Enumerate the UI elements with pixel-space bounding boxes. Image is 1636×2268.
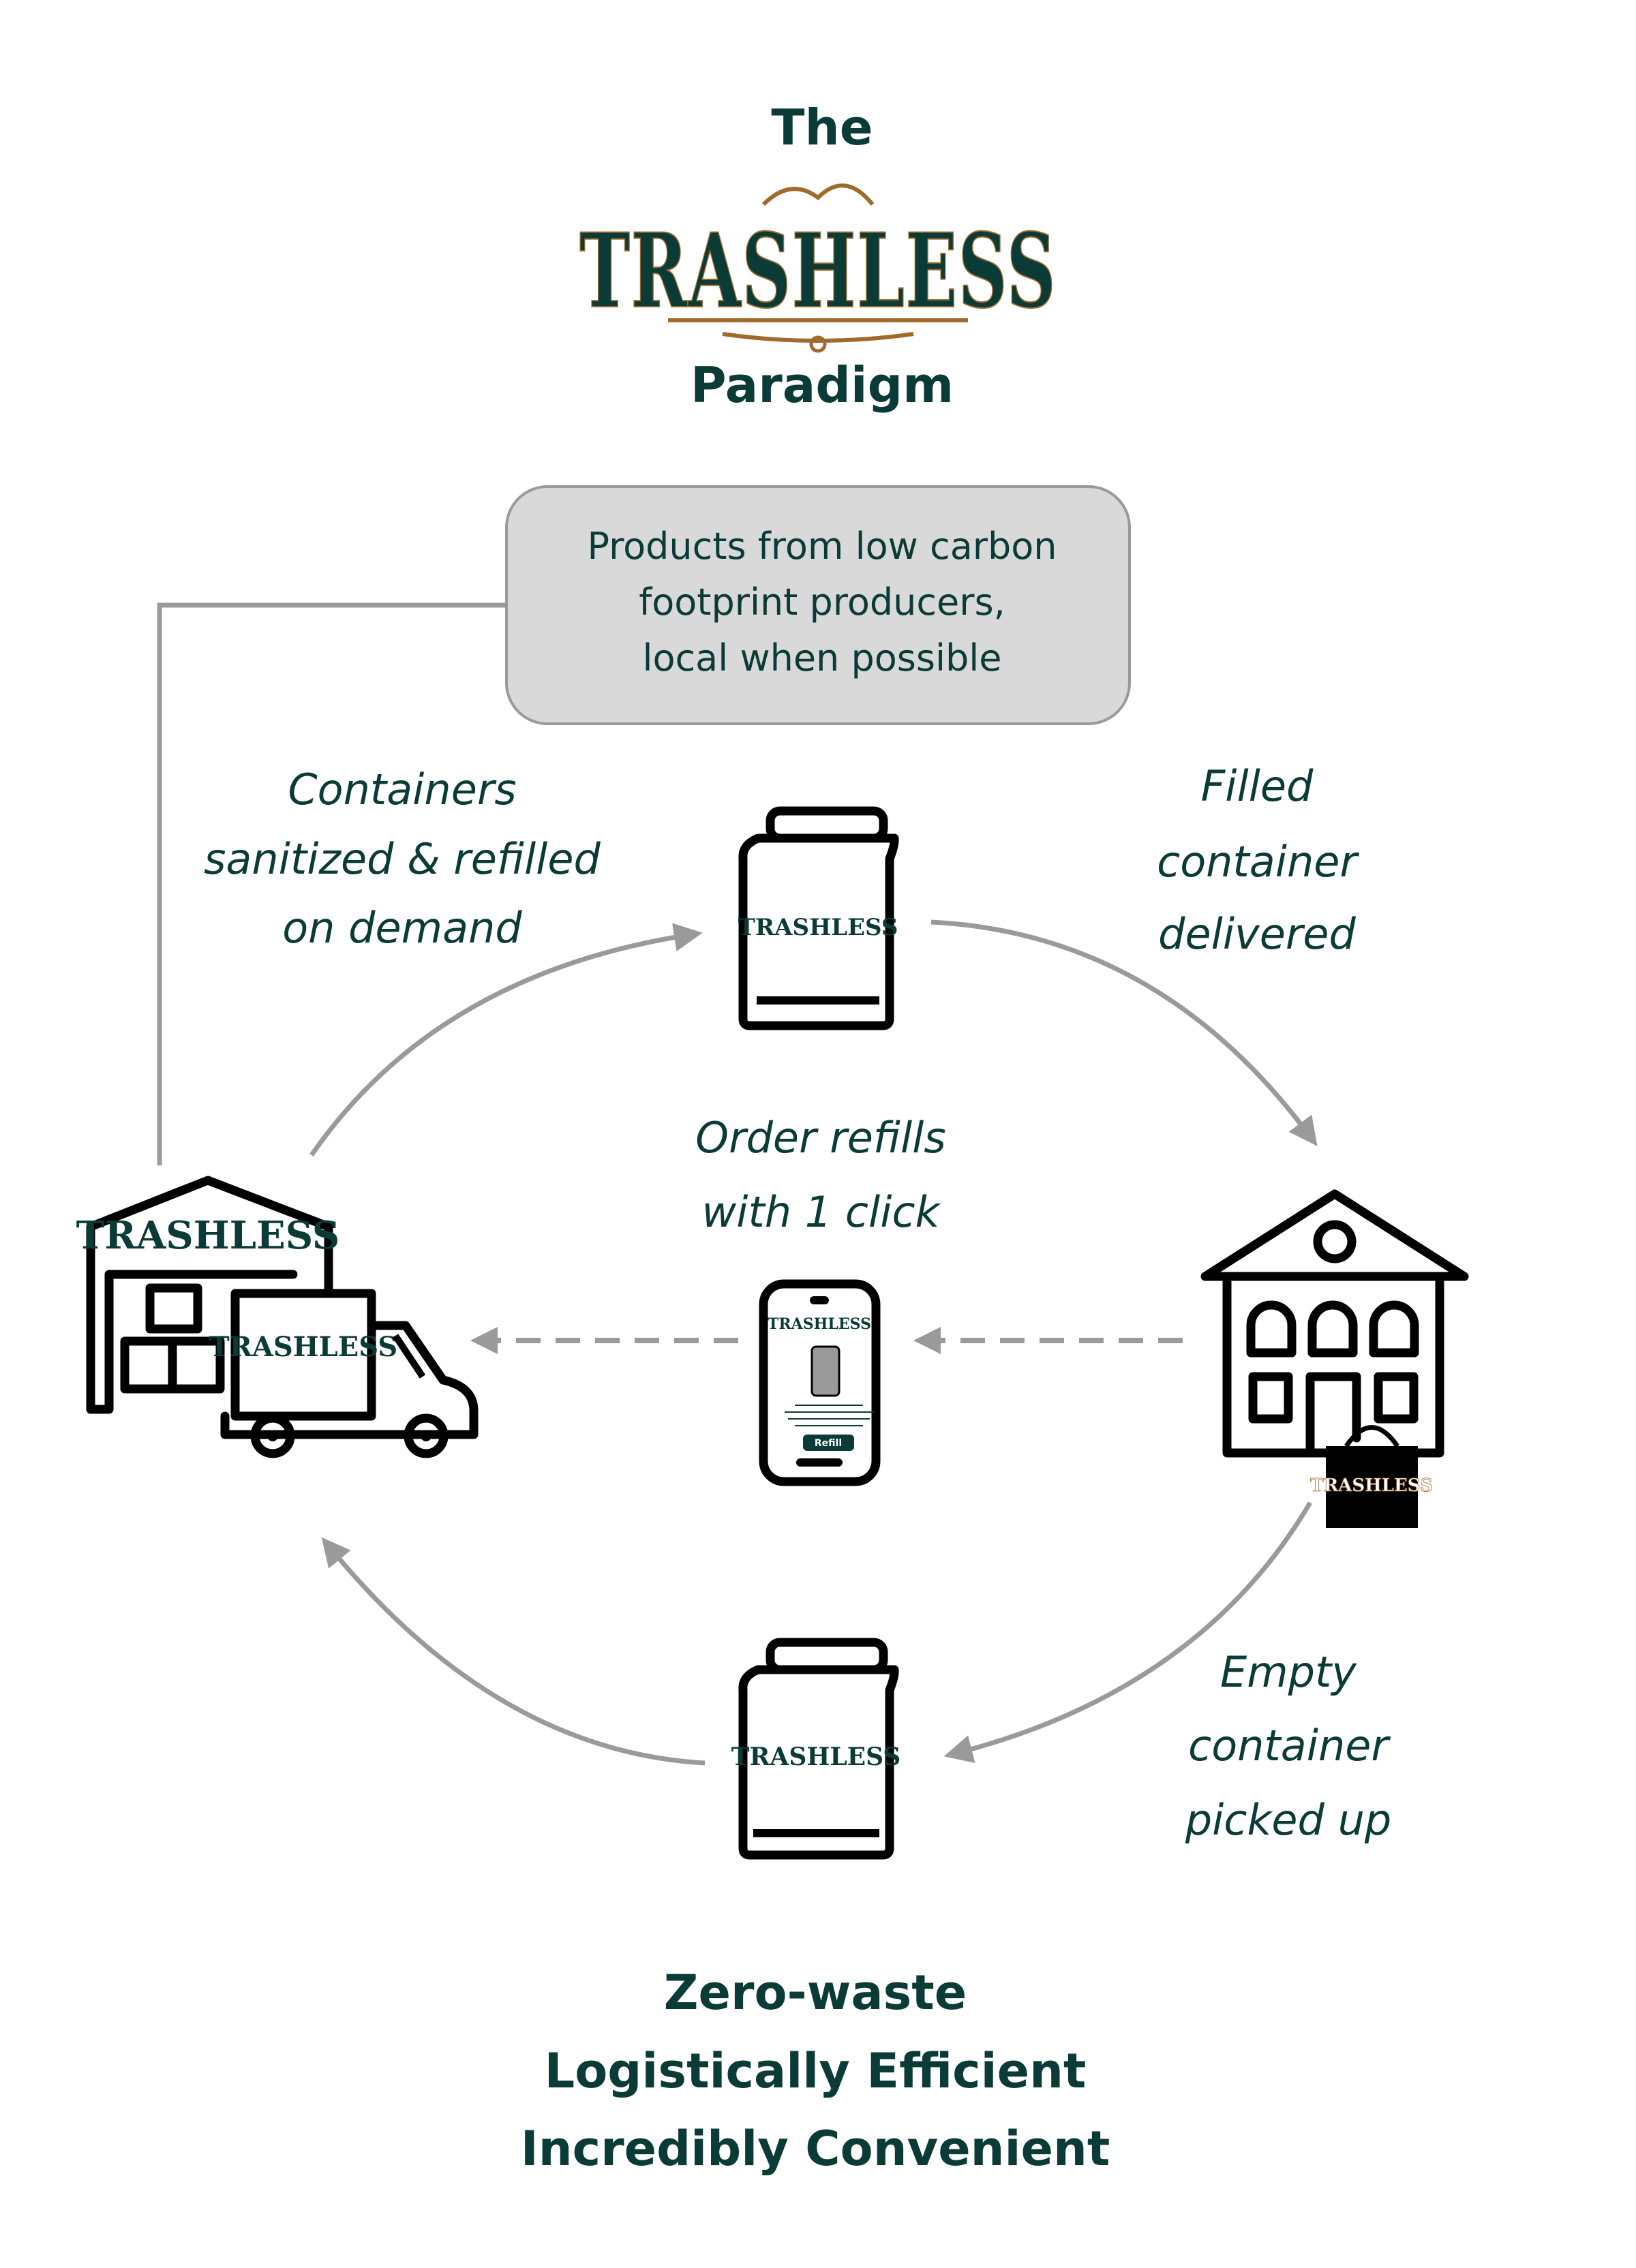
label-line: delivered [1158, 909, 1356, 959]
arrow-empty-jar-to-warehouse [321, 1537, 706, 1766]
phone-logo: TRASHLESS [768, 1315, 871, 1333]
truck-logo: TRASHLESS [209, 1331, 397, 1363]
label-line: sanitized & refilled [204, 834, 601, 884]
shopping-bag-icon [1326, 1446, 1418, 1528]
refill-button[interactable] [803, 1435, 854, 1451]
label-line: container [1157, 837, 1359, 887]
label-line: on demand [282, 903, 522, 953]
refill-button-label: Refill [815, 1438, 842, 1449]
label-line: with 1 click [702, 1187, 941, 1237]
footer-line-3: Incredibly Convenient [521, 2121, 1110, 2177]
warehouse-truck-icon: TRASHLESS TRASHLESS [76, 1176, 479, 1458]
label-order: Order refills with 1 click [695, 1113, 945, 1237]
warehouse-logo: TRASHLESS [76, 1213, 340, 1258]
jar-logo: TRASHLESS [738, 914, 898, 941]
filled-jar-icon: TRASHLESS [738, 806, 899, 1030]
source-line-2: footprint producers, [639, 581, 1005, 624]
label-line: Filled [1201, 761, 1314, 811]
arrow-jar-to-home [930, 919, 1318, 1146]
label-line: picked up [1185, 1795, 1391, 1845]
empty-jar-icon: TRASHLESS [731, 1638, 901, 1860]
source-line-3: local when possible [642, 637, 1001, 679]
logo-wordmark: TRASHLESS [579, 211, 1057, 331]
source-connector-line [157, 602, 506, 1165]
source-box [505, 485, 1131, 725]
phone-app-icon: TRASHLESS Refill [759, 1279, 881, 1486]
arrow-warehouse-to-jar [309, 923, 703, 1156]
title-the: The [771, 99, 873, 156]
arrow-home-to-empty-jar [943, 1501, 1313, 1764]
label-line: container [1188, 1721, 1391, 1771]
label-line: Order refills [695, 1113, 945, 1163]
label-deliver: Filled container delivered [1157, 761, 1359, 959]
bag-logo: TRASHLESS [1310, 1475, 1433, 1496]
label-pickup: Empty container picked up [1185, 1647, 1391, 1845]
trashless-logo: TRASHLESS [579, 183, 1057, 353]
title-paradigm: Paradigm [691, 356, 954, 414]
label-refill: Containers sanitized & refilled on deman… [204, 765, 601, 953]
footer-line-1: Zero-waste [664, 1965, 967, 2021]
label-line: Containers [288, 765, 516, 814]
jar-logo: TRASHLESS [731, 1743, 901, 1771]
label-line: Empty [1220, 1647, 1357, 1697]
footer-line-2: Logistically Efficient [545, 2043, 1087, 2099]
home-building-icon: TRASHLESS [1200, 1189, 1469, 1528]
source-line-1: Products from low carbon [587, 525, 1057, 568]
